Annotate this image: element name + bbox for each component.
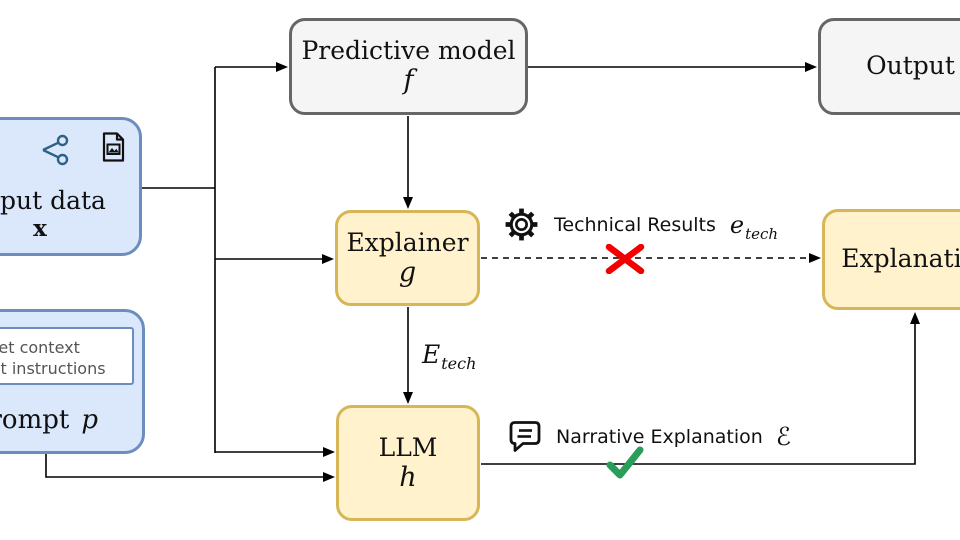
explainer-symbol: g (398, 256, 417, 288)
narrative-explanation-text: Narrative Explanation (556, 425, 763, 448)
explanation-node: Explanation (822, 209, 960, 310)
narrative-explanation-label: Narrative Explanation ℰ (507, 419, 791, 454)
gear-icon (505, 208, 538, 241)
cross-icon (605, 244, 645, 274)
check-icon (606, 446, 644, 479)
technical-results-symbol: etech (729, 211, 779, 243)
explainer-title: Explainer (346, 227, 469, 257)
input-data-title: Input data (0, 185, 106, 215)
output-node: Output (818, 18, 960, 115)
prompt-title: Prompt (0, 405, 70, 435)
prompt-node: dataset context output instructions Prom… (0, 309, 145, 454)
predictive-model-node: Predictive model f (289, 18, 528, 115)
speech-bubble-icon (509, 421, 541, 452)
input-data-symbol: x (33, 214, 47, 242)
etech-edge-label: Etech (422, 340, 477, 373)
technical-results-text: Technical Results (554, 213, 716, 236)
image-file-icon (102, 132, 125, 162)
prompt-context-line-1: dataset context (0, 338, 80, 357)
explanation-title: Explanation (841, 244, 960, 274)
explainer-node: Explainer g (335, 210, 480, 306)
technical-results-label: Technical Results etech (503, 206, 778, 243)
narrative-explanation-symbol: ℰ (775, 422, 791, 451)
predictive-model-symbol: f (403, 65, 414, 97)
llm-symbol: h (399, 461, 417, 493)
prompt-context-line-2: output instructions (0, 359, 106, 379)
edge-input-branch-trunk (142, 67, 216, 453)
predictive-model-title: Predictive model (301, 36, 516, 66)
share-icon (42, 134, 69, 166)
llm-title: LLM (378, 432, 438, 462)
output-title: Output (866, 51, 955, 81)
llm-node: LLM h (336, 405, 480, 521)
prompt-symbol: p (81, 405, 98, 435)
edge-prompt-to-llm (45, 454, 335, 482)
input-data-node: Input data x (0, 117, 142, 256)
prompt-context-box: dataset context output instructions (0, 327, 134, 385)
